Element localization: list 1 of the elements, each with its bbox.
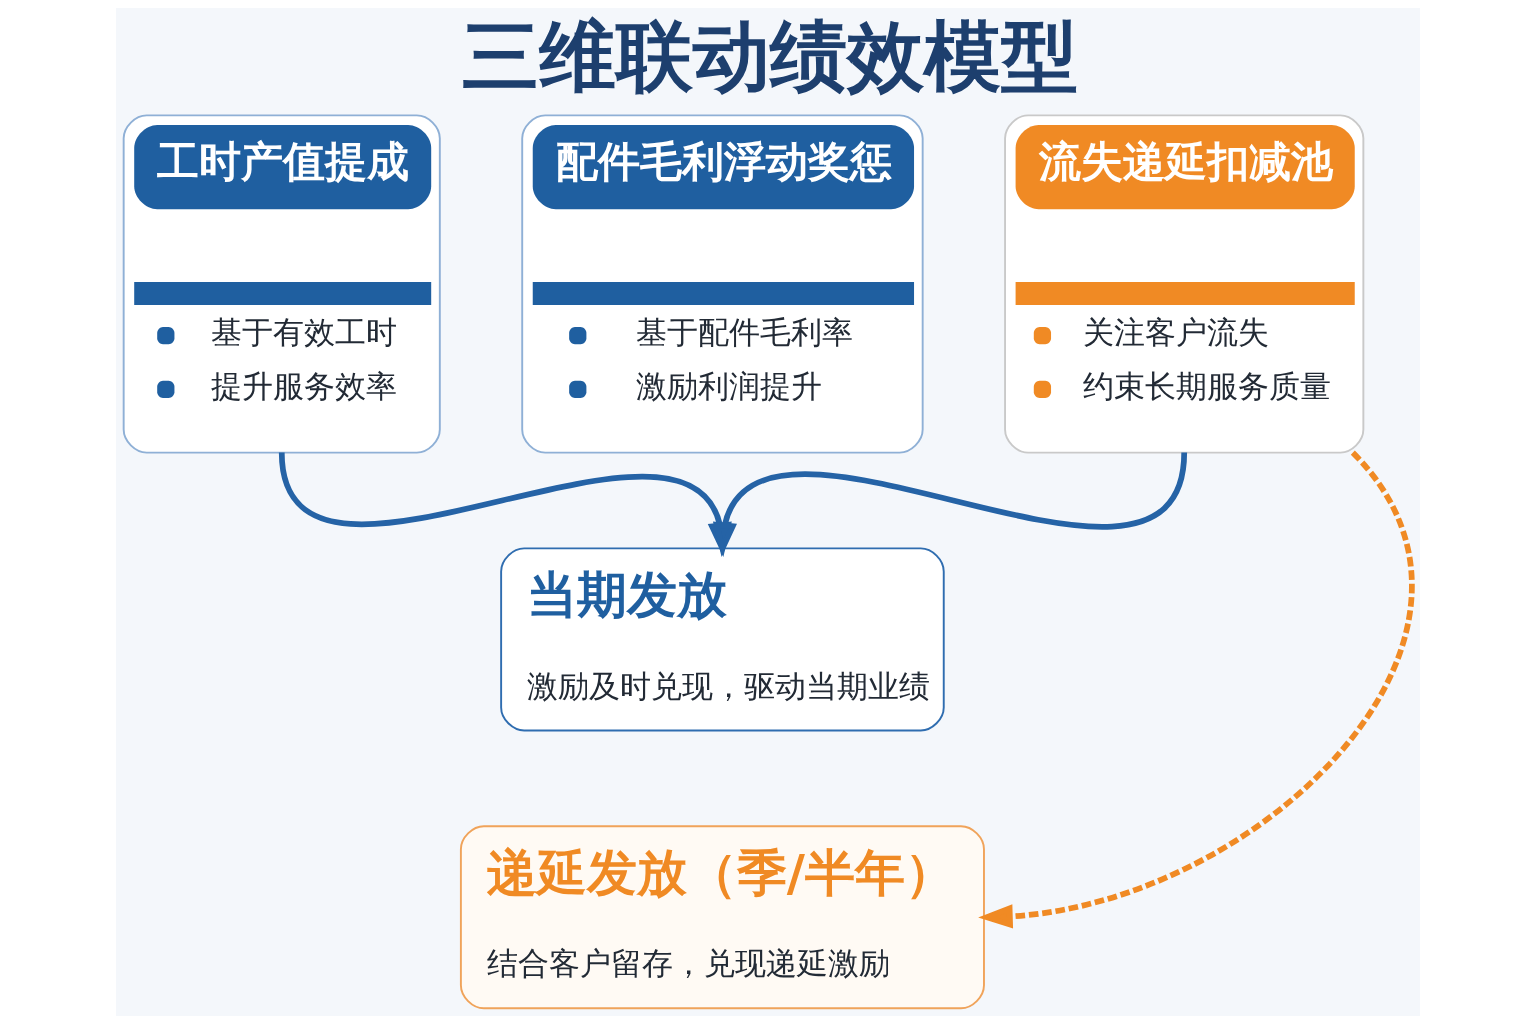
diagram-title: 三维联动绩效模型 [462,11,1079,101]
